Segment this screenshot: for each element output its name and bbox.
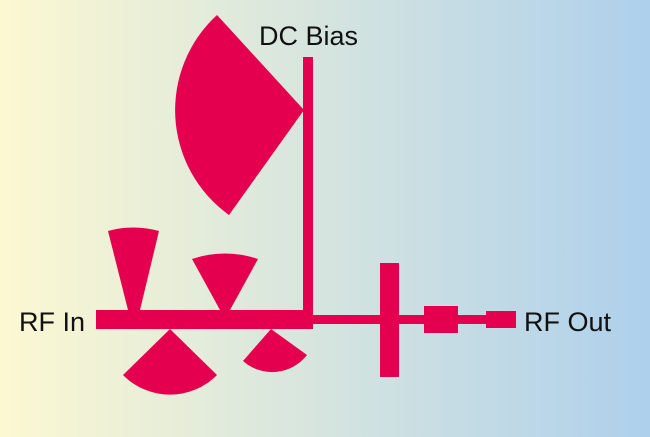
main-transmission-line (96, 310, 313, 329)
upper-stub-left (108, 227, 159, 310)
output-connector (486, 311, 516, 328)
upper-stub-right (192, 253, 258, 310)
circuit (96, 15, 516, 395)
rf-out-label: RF Out (524, 307, 612, 337)
lower-radial-stub-left (123, 329, 217, 395)
rf-in-label: RF In (19, 307, 85, 337)
bias-radial-stub (175, 15, 304, 215)
output-pad (424, 306, 458, 333)
lower-radial-stub-right (243, 329, 307, 373)
output-line (458, 315, 488, 324)
dc-bias-label: DC Bias (259, 21, 358, 51)
shunt-stub-bar (380, 263, 399, 377)
dc-bias-line (303, 57, 313, 319)
thin-transmission-line (313, 315, 426, 324)
